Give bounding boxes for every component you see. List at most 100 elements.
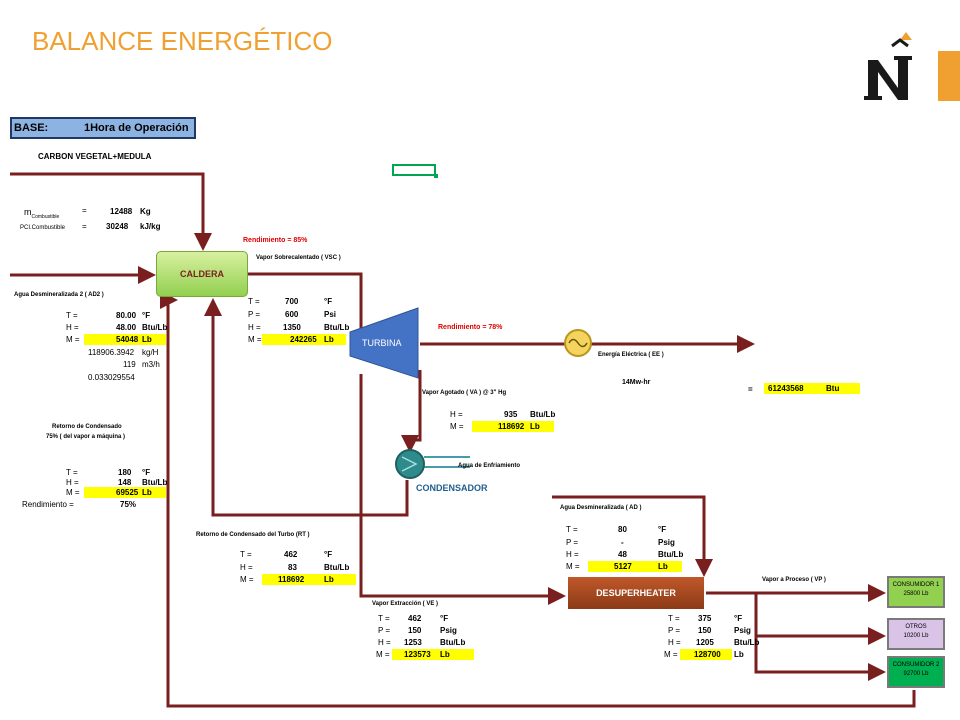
rt-m-label: M =: [240, 575, 254, 584]
return-h-label: H =: [66, 478, 79, 487]
ad-m-label: M =: [566, 562, 580, 571]
ad-h-label: H =: [566, 550, 579, 559]
return-title-1: Retorno de Condensado: [52, 424, 122, 430]
rt-t-label: T =: [240, 550, 252, 559]
n-tilde-logo-icon: [864, 32, 912, 100]
ve-h-label: H =: [378, 638, 391, 647]
ad-p-label: P =: [566, 538, 579, 547]
ad2-h-unit: Btu/Lb: [142, 323, 168, 332]
return-m-label: M =: [66, 488, 80, 497]
fuel-pci-value: 30248: [106, 222, 129, 231]
ad2-h-value: 48.00: [116, 323, 137, 332]
ad-t-label: T =: [566, 525, 578, 534]
vp-p-unit: Psig: [734, 626, 751, 635]
ve-h-value: 1253: [404, 638, 422, 647]
vp-p-value: 150: [698, 626, 712, 635]
electric-eq: =: [748, 385, 753, 394]
vp-m-highlight: [680, 649, 732, 660]
va-m-value: 118692: [498, 422, 525, 431]
rt-m-unit: Lb: [324, 575, 334, 584]
condenser-icon: [395, 449, 425, 479]
vsc-p-value: 600: [285, 310, 299, 319]
return-m-value: 69525: [116, 488, 139, 497]
caldera-block: CALDERA: [156, 251, 248, 297]
ad-p-unit: Psig: [658, 538, 675, 547]
vsc-t-value: 700: [285, 297, 299, 306]
vp-h-label: H =: [668, 638, 681, 647]
va-m-unit: Lb: [530, 422, 540, 431]
ad-t-unit: °F: [658, 525, 667, 534]
generator-icon: [564, 329, 592, 357]
vp-h-value: 1205: [696, 638, 714, 647]
ad-t-value: 80: [618, 525, 627, 534]
return-t-label: T =: [66, 468, 78, 477]
base-label: BASE:: [14, 122, 49, 134]
selection-rectangle: [392, 164, 436, 176]
turbine-label: TURBINA: [362, 338, 402, 348]
ve-m-value: 123573: [404, 650, 431, 659]
fuel-pci-unit: kJ/kg: [140, 222, 161, 231]
ad-p-value: -: [621, 538, 624, 547]
consumer-1-name: CONSUMIDOR 1: [892, 582, 940, 588]
ad2-t-unit: °F: [142, 311, 151, 320]
va-m-highlight: [472, 421, 554, 432]
return-h-unit: Btu/Lb: [142, 478, 168, 487]
vp-m-value: 128700: [694, 650, 721, 659]
vp-t-unit: °F: [734, 614, 743, 623]
ve-p-label: P =: [378, 626, 391, 635]
otros-value: 10200 Lb: [903, 633, 929, 639]
rt-t-value: 462: [284, 550, 298, 559]
return-t-unit: °F: [142, 468, 151, 477]
ad2-t-value: 80.00: [116, 311, 137, 320]
vsc-t-label: T =: [248, 297, 260, 306]
desuperheater-block: DESUPERHEATER: [568, 577, 704, 609]
boiler-efficiency: Rendimiento = 85%: [243, 237, 308, 244]
consumer-2-value: 92700 Lb: [903, 671, 929, 677]
rt-m-value: 118692: [278, 575, 305, 584]
ad2-extra-unit-1: m3/h: [142, 360, 160, 369]
return-eff-value: 75%: [120, 500, 137, 509]
base-value: 1Hora de Operación: [84, 122, 189, 134]
ve-t-label: T =: [378, 614, 390, 623]
rt-t-unit: °F: [324, 550, 333, 559]
electric-title: Energía Eléctrica ( EE ): [598, 352, 664, 358]
otros-box: OTROS 10200 Lb: [887, 618, 945, 650]
vsc-h-unit: Btu/Lb: [324, 323, 350, 332]
rt-title: Retorno de Condensado del Turbo (RT ): [196, 532, 310, 538]
ve-h-unit: Btu/Lb: [440, 638, 466, 647]
base-box: [10, 117, 196, 139]
vsc-t-unit: °F: [324, 297, 333, 306]
ad2-m-value: 54048: [116, 335, 139, 344]
ve-p-value: 150: [408, 626, 422, 635]
fuel-m-unit: Kg: [140, 207, 151, 216]
electric-highlight: [764, 383, 860, 394]
fuel-title: CARBON VEGETAL+MEDULA: [38, 152, 152, 161]
fuel-pci-label: PCI.Combustible: [20, 225, 66, 231]
return-title-2: 75% ( del vapor a máquina ): [46, 434, 126, 440]
turbine-efficiency: Rendimiento = 78%: [438, 324, 503, 331]
condenser-cooling: Agua de Enfriamiento: [458, 463, 521, 469]
vsc-p-unit: Psi: [324, 310, 337, 319]
vsc-p-label: P =: [248, 310, 261, 319]
condenser-label: CONDENSADOR: [416, 483, 488, 493]
ad2-m-label: M =: [66, 335, 80, 344]
va-h-label: H =: [450, 410, 463, 419]
ve-m-highlight: [392, 649, 474, 660]
rt-h-label: H =: [240, 563, 253, 572]
vp-p-label: P =: [668, 626, 681, 635]
consumer-1-box: CONSUMIDOR 1 25800 Lb: [887, 576, 945, 608]
return-t-value: 180: [118, 468, 132, 477]
vp-t-label: T =: [668, 614, 680, 623]
ad2-m-unit: Lb: [142, 335, 152, 344]
vsc-title: Vapor Sobrecalentado ( VSC ): [256, 255, 341, 261]
vp-h-unit: Btu/Lb: [734, 638, 760, 647]
vsc-m-value: 242265: [290, 335, 317, 344]
ad-h-unit: Btu/Lb: [658, 550, 684, 559]
vp-title: Vapor a Proceso ( VP ): [762, 577, 826, 583]
ad-m-unit: Lb: [658, 562, 668, 571]
vp-m-label: M =: [664, 650, 678, 659]
vp-m-unit: Lb: [734, 650, 744, 659]
fuel-m-label: mCombustible: [24, 207, 60, 220]
vsc-h-label: H =: [248, 323, 261, 332]
vp-t-value: 375: [698, 614, 712, 623]
